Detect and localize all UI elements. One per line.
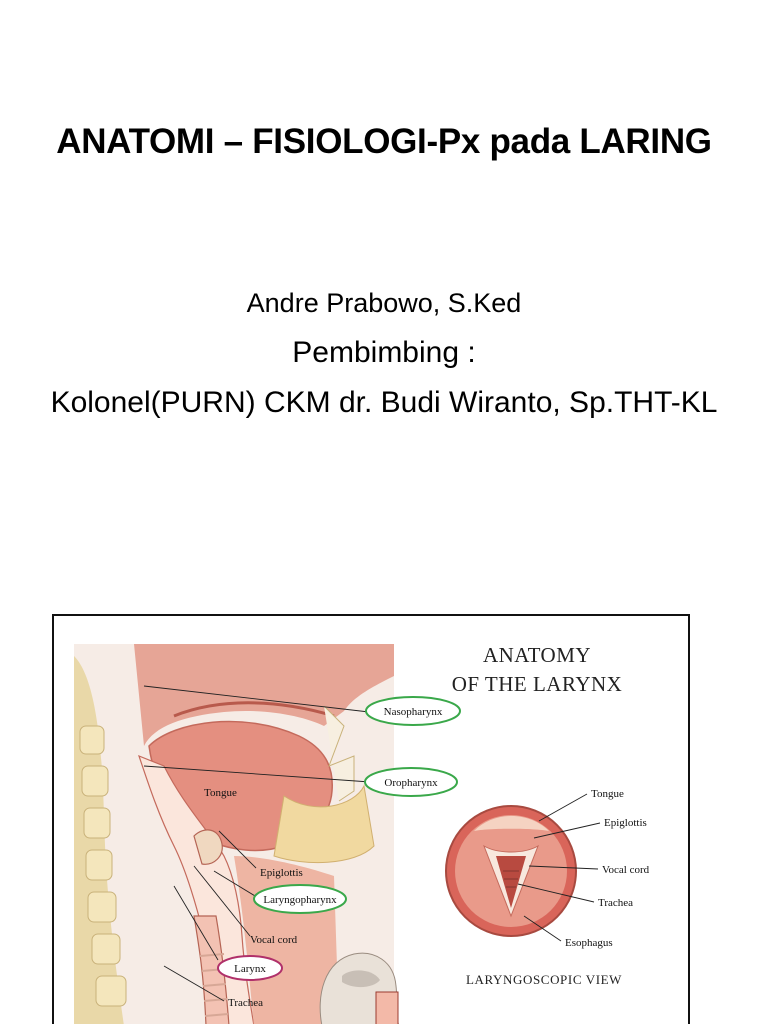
laryngoscopic-caption: LARYNGOSCOPIC VIEW (466, 972, 622, 987)
larynx-illustration: Nasopharynx Oropharynx Tongue Epiglottis… (74, 643, 650, 1024)
figure-title-line1: ANATOMY (483, 643, 591, 667)
label-larynx: Larynx (234, 963, 266, 975)
laryngoscopic-view (445, 805, 577, 937)
figure-title-line2: OF THE LARYNX (452, 672, 623, 696)
label-tongue: Tongue (204, 787, 237, 799)
author-name: Andre Prabowo, S.Ked (246, 288, 522, 318)
epiglottis-shape (193, 829, 223, 865)
label-laryngopharynx: Laryngopharynx (263, 894, 337, 906)
view-label-tongue: Tongue (591, 788, 624, 800)
label-nasopharynx: Nasopharynx (384, 706, 443, 718)
laryngopharynx-highlight (253, 884, 347, 914)
oropharynx-highlight (364, 767, 458, 797)
label-vocal-cord: Vocal cord (250, 934, 298, 946)
larynx-anatomy-figure: Nasopharynx Oropharynx Tongue Epiglottis… (52, 614, 690, 1024)
label-epiglottis: Epiglottis (260, 867, 303, 879)
head-thumbnail (319, 952, 399, 1024)
nasopharynx-highlight (365, 696, 461, 726)
supervisor-label: Pembimbing : (292, 336, 476, 369)
view-label-vocal-cord: Vocal cord (602, 864, 650, 876)
view-label-esophagus: Esophagus (565, 937, 613, 949)
larynx-highlight (217, 955, 283, 981)
slide-title: ANATOMI – FISIOLOGI-Px pada LARING (56, 122, 712, 161)
view-label-trachea: Trachea (598, 897, 633, 909)
label-trachea: Trachea (228, 997, 263, 1009)
supervisor-name: Kolonel(PURN) CKM dr. Budi Wiranto, Sp.T… (50, 386, 718, 419)
label-oropharynx: Oropharynx (384, 777, 438, 789)
view-label-epiglottis: Epiglottis (604, 817, 647, 829)
